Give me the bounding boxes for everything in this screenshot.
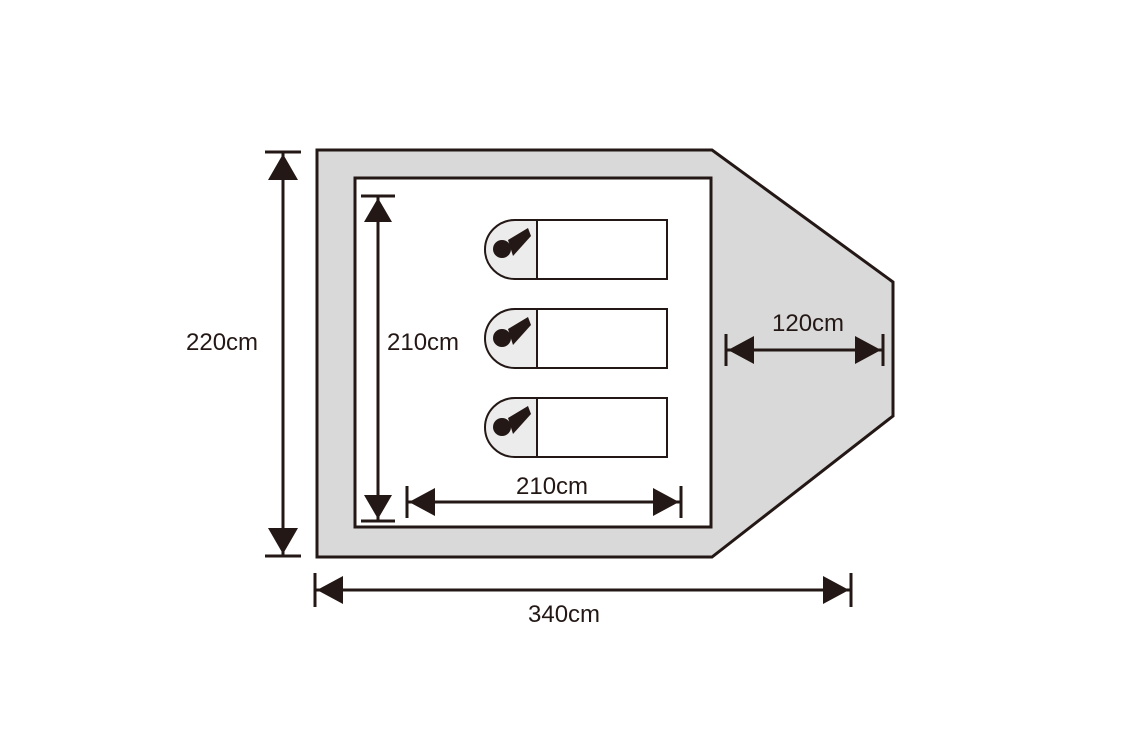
- total-height-label: 220cm: [186, 329, 258, 356]
- total-length-label: 340cm: [528, 601, 600, 628]
- total-height-dimension: [265, 150, 301, 558]
- sleeping-bag-icon: [484, 397, 668, 458]
- inner-width-label: 210cm: [516, 473, 588, 500]
- inner-width-dimension: [405, 486, 683, 518]
- inner-height-label: 210cm: [387, 329, 459, 356]
- sleeping-bag-icon: [484, 308, 668, 369]
- inner-height-dimension: [361, 194, 395, 523]
- vestibule-depth-dimension: [724, 334, 885, 366]
- sleeping-bag-icon: [484, 219, 668, 280]
- vestibule-depth-label: 120cm: [772, 310, 844, 337]
- total-length-dimension: [313, 573, 853, 607]
